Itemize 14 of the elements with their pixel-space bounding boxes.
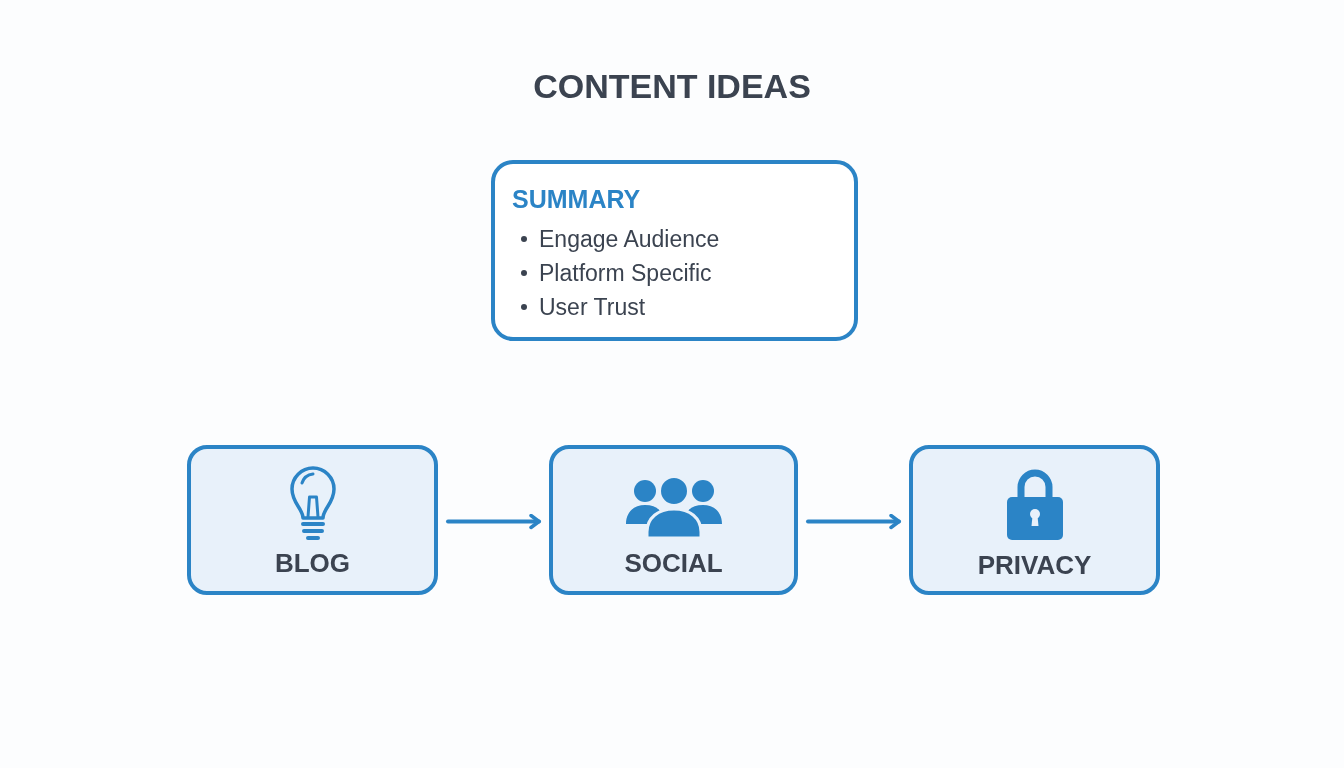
arrow [446, 513, 541, 530]
diagram-title: CONTENT IDEAS [532, 66, 812, 106]
list-item: User Trust [539, 293, 646, 321]
card-heading: SUMMARY [512, 184, 641, 214]
summary-card [491, 160, 858, 341]
arrow [806, 513, 901, 530]
step-box [187, 445, 438, 595]
step-box [909, 445, 1160, 595]
list-item: Engage Audience [539, 225, 720, 253]
step-label: PRIVACY [977, 550, 1092, 580]
step-label: BLOG [274, 548, 351, 578]
step-label: SOCIAL [624, 548, 723, 578]
step-box [549, 445, 798, 595]
list-item: Platform Specific [539, 259, 712, 287]
